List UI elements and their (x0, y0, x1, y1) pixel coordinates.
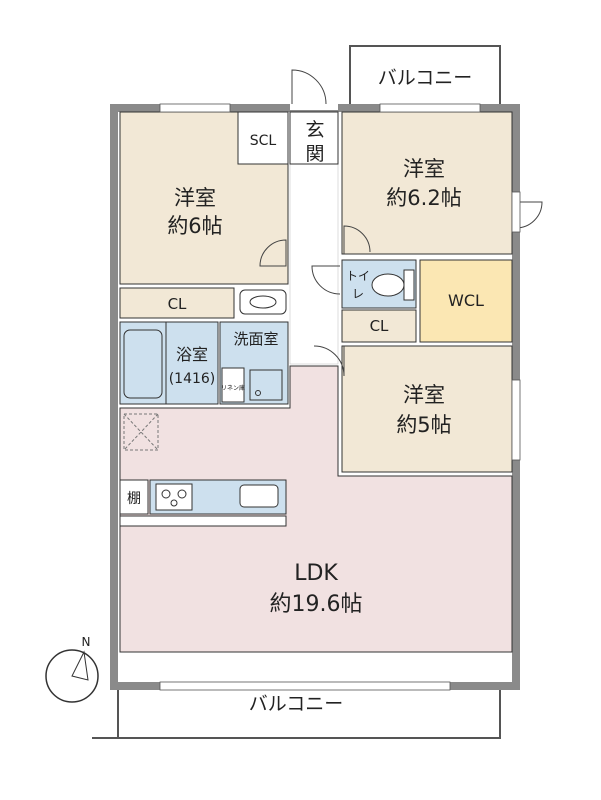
pipe-shaft (123, 413, 159, 451)
entrance (289, 111, 339, 165)
ldk-name: LDK (294, 561, 338, 586)
scl-closet (237, 111, 289, 165)
linen-label: リネン庫 (221, 384, 245, 392)
balcony-top (349, 45, 501, 109)
room-western-5-size: 約5帖 (396, 413, 451, 437)
room-western-6-2-name: 洋室 (403, 157, 445, 181)
compass-label: N (82, 635, 91, 649)
toilet-bowl-tank (403, 269, 415, 301)
entrance-label: 玄 (305, 119, 324, 141)
closet-left (119, 287, 235, 319)
basin-small (239, 289, 287, 315)
bath-size: (1416) (169, 371, 216, 387)
room-ldk (119, 365, 513, 653)
kitchen-sink (239, 484, 279, 508)
shelf-label: 棚 (127, 491, 141, 507)
washroom-name: 洗面室 (233, 330, 278, 348)
shelf (119, 479, 149, 515)
bath-name: 浴室 (176, 345, 208, 364)
room-western-6-2 (341, 111, 513, 255)
toilet-bowl (371, 273, 405, 297)
entrance-label-2: 関 (305, 143, 324, 165)
closet-right-label: CL (370, 317, 389, 335)
compass-north-icon: N (45, 635, 99, 703)
closet-right (341, 309, 417, 343)
room-western-5 (341, 345, 513, 473)
room-western-5-name: 洋室 (403, 383, 445, 407)
linen-cabinet (221, 367, 245, 403)
washing-machine (249, 369, 283, 401)
walk-in-closet (419, 259, 513, 343)
hallway (289, 163, 339, 365)
scl-label: SCL (250, 133, 277, 149)
toilet-label-2: レ (352, 287, 364, 301)
bathtub (123, 329, 163, 399)
closet-left-label: CL (168, 295, 187, 313)
toilet-label-1: トイ (346, 269, 370, 283)
balcony-top-label: バルコニー (378, 67, 473, 89)
balcony-bottom-label: バルコニー (249, 693, 344, 715)
room-western-6-2-size: 約6.2帖 (386, 186, 461, 210)
room-western-6-name: 洋室 (174, 186, 216, 210)
counter-edge (119, 515, 287, 527)
room-western-6-size: 約6帖 (167, 214, 222, 238)
wcl-label: WCL (448, 291, 484, 310)
ldk-size: 約19.6帖 (270, 592, 363, 617)
